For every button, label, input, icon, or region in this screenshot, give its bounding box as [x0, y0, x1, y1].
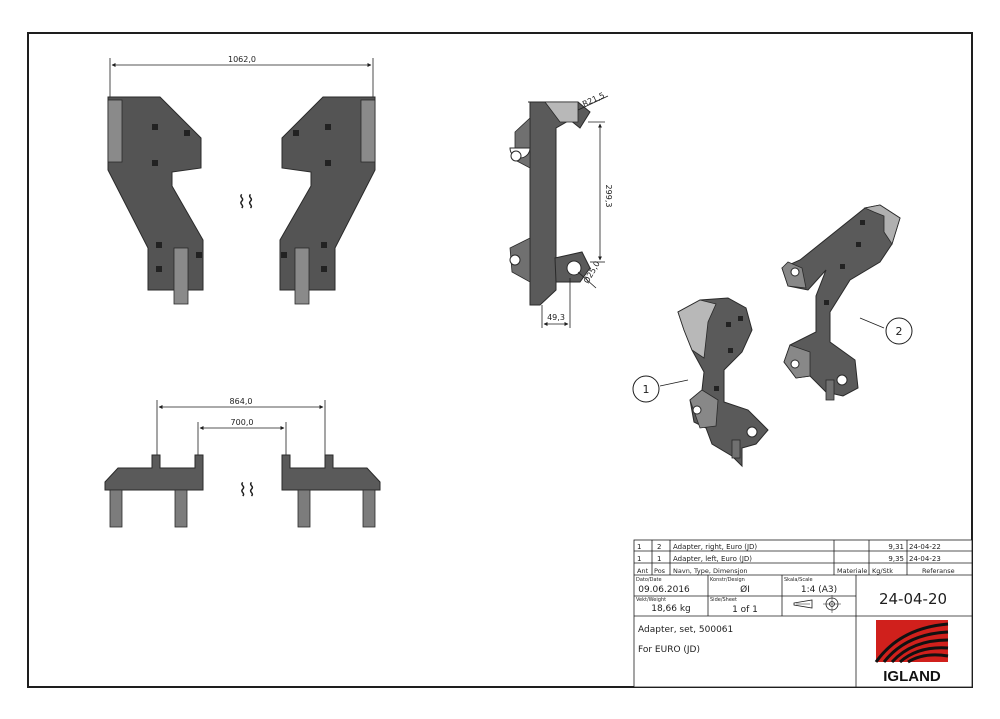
balloon-2: 2: [859, 317, 913, 345]
parts-row-1-ant: 1: [637, 543, 641, 551]
sheet-border: [27, 32, 973, 688]
projection-symbol-icon: [793, 595, 841, 613]
break-symbol-top: ⌇⌇: [238, 480, 256, 501]
parts-header: Ant Pos Navn, Type, Dimensjon Materiale …: [637, 567, 955, 575]
front-right-plate: [279, 96, 376, 305]
parts-row-2-pos: 1: [657, 555, 661, 563]
dimension-outer-spacing: 864,0: [156, 397, 326, 455]
weight-label: Vekt/Weight: [636, 597, 666, 603]
header-material: Materiale: [837, 567, 867, 575]
drawing-title: Adapter, set, 500061: [638, 625, 733, 635]
dim-text-overall-width: 1062,0: [228, 55, 256, 64]
design-label: Konstr/Design: [710, 577, 745, 583]
iso-part-2: [781, 204, 901, 401]
dim-text-hole-offset: 49,3: [547, 313, 565, 322]
header-pos: Pos: [654, 567, 666, 575]
break-symbol-front: ⌇⌇: [237, 192, 255, 213]
header-name: Navn, Type, Dimensjon: [673, 567, 748, 575]
title-block: [633, 539, 973, 688]
company-name: IGLAND: [883, 668, 941, 685]
balloon-2-label: 2: [896, 325, 903, 338]
parts-row-2-ref: 24-04-23: [909, 555, 941, 563]
dim-text-inner-spacing: 700,0: [231, 418, 254, 427]
date-label: Dato/Date: [636, 577, 662, 583]
scale-value: 1:4 (A3): [801, 585, 837, 595]
design-value: ØI: [740, 584, 750, 595]
dimension-hook-height: 299,3: [588, 121, 613, 263]
parts-row-1-pos: 2: [657, 543, 661, 551]
iso-part-1: [677, 297, 769, 468]
header-ref: Referanse: [922, 567, 955, 575]
header-kg: Kg/Stk: [872, 567, 893, 575]
top-left-bracket: [104, 454, 204, 528]
dim-text-hook-radius: R21,5: [581, 91, 606, 109]
top-view: 864,0 700,0 ⌇⌇: [104, 397, 381, 528]
drawing-subtitle: For EURO (JD): [638, 645, 700, 655]
front-view: 1062,0 ⌇⌇: [107, 55, 376, 305]
parts-row-2-name: Adapter, left, Euro (JD): [673, 555, 752, 563]
title-info: Dato/Date 09.06.2016 Konstr/Design ØI Sk…: [636, 577, 949, 685]
scale-label: Skala/Scale: [784, 577, 813, 583]
parts-row-1-name: Adapter, right, Euro (JD): [673, 543, 757, 551]
igland-logo-icon: [874, 620, 949, 664]
balloon-1: 1: [632, 375, 689, 403]
side-view: R21,5 299,3 Ø25,0 49,3: [509, 91, 613, 328]
parts-row-2: 1 1 Adapter, left, Euro (JD) 9,35 24-04-…: [637, 555, 941, 563]
dim-text-outer-spacing: 864,0: [230, 397, 253, 406]
dim-text-hook-height: 299,3: [604, 185, 613, 208]
date-value: 09.06.2016: [638, 585, 690, 595]
dimension-inner-spacing: 700,0: [197, 418, 287, 455]
parts-row-1: 1 2 Adapter, right, Euro (JD) 9,31 24-04…: [637, 543, 941, 551]
parts-row-2-kg: 9,35: [888, 555, 904, 563]
dimension-hole-offset: 49,3: [541, 278, 571, 328]
top-right-bracket: [281, 454, 381, 528]
parts-row-2-ant: 1: [637, 555, 641, 563]
header-ant: Ant: [637, 567, 649, 575]
parts-row-1-kg: 9,31: [888, 543, 904, 551]
balloon-1-label: 1: [643, 383, 650, 396]
sheet-label: Side/Sheet: [710, 597, 737, 603]
front-left-plate: [107, 96, 204, 305]
sheet-value: 1 of 1: [732, 605, 758, 615]
parts-row-1-ref: 24-04-22: [909, 543, 941, 551]
parts-list: 1 2 Adapter, right, Euro (JD) 9,31 24-04…: [637, 543, 955, 575]
drawing-number: 24-04-20: [879, 590, 947, 608]
dimension-overall-width: 1062,0: [109, 55, 374, 100]
isometric-view: 1 2: [632, 204, 913, 468]
weight-value: 18,66 kg: [651, 604, 691, 614]
